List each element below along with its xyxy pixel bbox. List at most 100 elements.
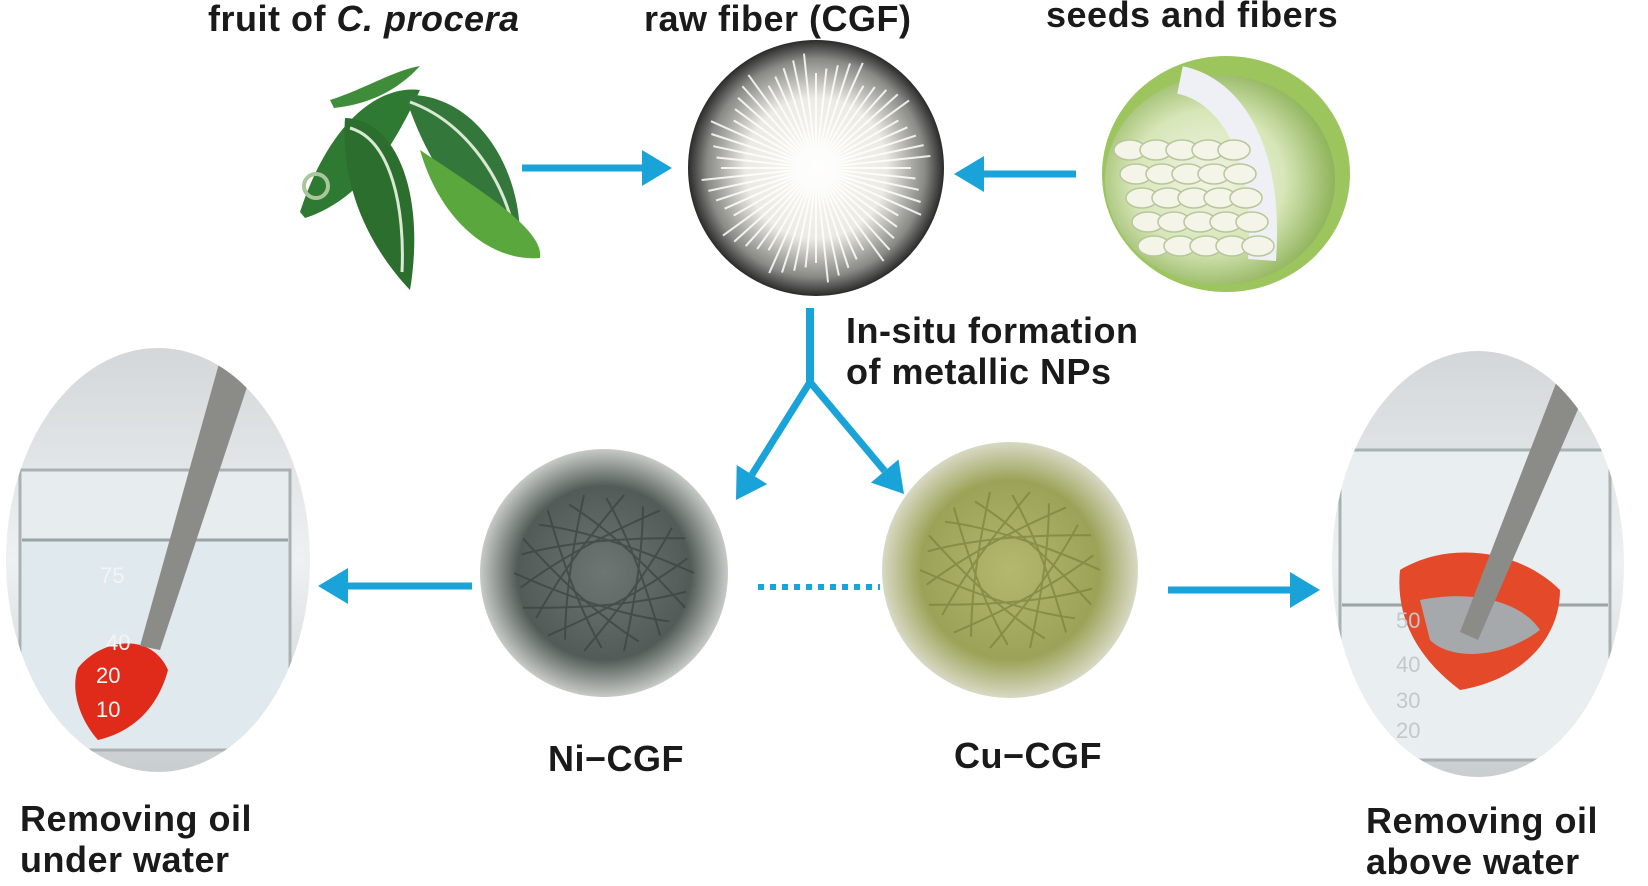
fiber-strand [815,99,910,169]
fiber-strand [815,126,908,169]
above-water-label-line1: Removing oil [1366,800,1599,841]
fiber-strand [815,167,840,276]
fiber-strand [733,167,817,217]
above-water-label-line2: above water [1366,841,1580,883]
fiber-strand [926,506,1067,586]
fiber-strand [520,509,661,589]
fiber-strand [767,85,817,169]
ni-cgf-label: Ni−CGF [548,738,685,779]
fiber-strand [815,167,899,217]
arrow-fruit-to-fiber-head [642,150,672,186]
fiber-strand [928,587,1093,606]
fiber-strand [815,119,899,169]
under-water-label-line1: Removing oil [20,798,253,839]
fiber-strand [605,497,662,636]
fruit-leaves-image [300,66,541,290]
fiber-strand [522,590,687,609]
arrow-to-cu-shaft [807,379,888,474]
fiber-strand [583,527,673,652]
seed-petal [1241,235,1275,257]
arrow-to-ni-shaft [748,380,813,477]
fiber-strand [710,120,817,169]
fiber-strand [513,572,670,623]
fiber-strand [546,510,603,649]
fiber-strand [768,167,817,274]
fruit-label-species: C. procera [336,0,520,39]
fiber-strand [1011,494,1068,633]
raw-fiber-image [688,40,944,296]
fiber-strand [815,86,876,169]
under-water-label: Removing oil under water [20,798,252,881]
fiber-strand [767,167,817,251]
arrow-seeds-to-fiber [954,156,1076,192]
fiber-strand [815,93,899,169]
fiber-strand [815,65,839,169]
insitu-label-line2: of metallic NPs [846,351,1112,393]
arrow-to-cu-head [870,459,904,494]
fiber-strand [815,89,888,169]
left-mark-0: 75 [100,563,124,588]
fiber-strand [733,119,817,169]
fiber-strand [734,108,817,169]
cu-cgf-image [882,442,1138,698]
fiber-strand [941,491,1031,616]
fiber-strand [781,167,817,273]
fiber-strand [568,503,686,609]
fiber-strand [741,85,817,169]
cu-cgf-label: Cu−CGF [954,735,1103,776]
fiber-strand [815,154,931,169]
fiber-strand [815,63,851,169]
left-mark-1: 40 [106,630,130,655]
fiber-strand [756,167,817,250]
arrow-ni-to-under-water-head [318,568,348,604]
above-water-label: Removing oil above water [1366,800,1598,883]
fiber-strand [564,494,585,640]
arrow-fruit-to-fiber [522,150,672,186]
under-water-photo: 75 40 20 10 [6,348,310,772]
arrow-cu-to-above-water [1168,572,1320,608]
fiber-strand [815,167,922,216]
fiber-strand [815,167,885,262]
arrows-group [318,150,1320,608]
fiber-strand [722,167,817,237]
fiber-strand [774,76,817,169]
fiber-strand [737,96,817,169]
fiber-strand [547,557,688,637]
raw-fiber-label: raw fiber (CGF) [644,0,912,39]
fiber-strand [815,167,919,191]
fiber-strand [815,68,828,169]
fiber-strand [522,537,640,643]
fiber-strand [815,85,865,169]
fiber-strand [716,156,817,169]
fiber-strand [1029,503,1050,649]
fiber-strand [974,500,1092,606]
arrow-to-ni-head [736,465,768,500]
fiber-strand [815,167,921,203]
fiber-strand [623,506,644,652]
seed-petal [1229,187,1263,209]
right-mark-0: 50 [1396,608,1420,633]
fiber-strand [815,167,898,228]
arrow-ni-to-under-water [318,568,472,604]
fiber-strand [815,167,891,251]
arrow-cu-to-above-water-head [1290,572,1320,608]
fiber-strand [815,167,830,283]
ni-cgf-image [480,449,728,697]
fiber-strand [919,569,1076,620]
above-water-photo: 50 40 30 20 [1332,351,1624,777]
fiber-strand [815,167,850,269]
right-mark-1: 40 [1396,652,1420,677]
fiber-strand [815,167,895,240]
fiber-strand [927,534,1092,553]
fiber-strand [744,167,817,247]
right-mark-3: 20 [1396,718,1420,743]
seeds-fibers-label: seeds and fibers [1046,0,1339,35]
fiber-strand [782,67,817,169]
fiber-strand [715,167,817,202]
arrow-to-ni [736,380,813,500]
fiber-strand [724,167,817,210]
fiber-strand [802,53,817,169]
fiber-strand [713,145,817,169]
fiber-strand [815,144,924,169]
left-mark-2: 20 [96,663,120,688]
